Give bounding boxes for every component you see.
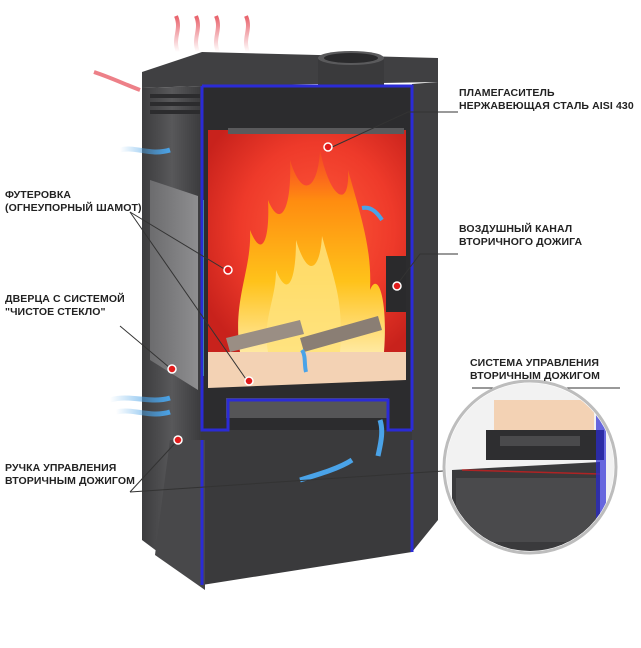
- callout-flame-damper: ПЛАМЕГАСИТЕЛЬ НЕРЖАВЕЮЩАЯ СТАЛЬ AISI 430: [459, 87, 634, 113]
- callout-flame-damper-line2: НЕРЖАВЕЮЩАЯ СТАЛЬ AISI 430: [459, 100, 634, 112]
- callout-door: ДВЕРЦА С СИСТЕМОЙ "ЧИСТОЕ СТЕКЛО": [5, 293, 125, 319]
- callout-system-line2: ВТОРИЧНЫМ ДОЖИГОМ: [470, 370, 600, 382]
- cold-air-arrow-icon: [109, 146, 385, 483]
- door-glass: [150, 180, 198, 390]
- callout-lining-line1: ФУТЕРОВКА: [5, 189, 72, 201]
- callout-control-system: СИСТЕМА УПРАВЛЕНИЯ ВТОРИЧНЫМ ДОЖИГОМ: [470, 357, 600, 383]
- cutaway-interior: [200, 84, 414, 585]
- top-vents: [150, 94, 200, 114]
- callout-duct-line1: ВОЗДУШНЫЙ КАНАЛ: [459, 223, 573, 235]
- callout-lining-line2: (ОГНЕУПОРНЫЙ ШАМОТ): [5, 202, 142, 214]
- callout-control-handle: РУЧКА УПРАВЛЕНИЯ ВТОРИЧНЫМ ДОЖИГОМ: [5, 462, 135, 488]
- callout-secondary-air-duct: ВОЗДУШНЫЙ КАНАЛ ВТОРИЧНОГО ДОЖИГА: [459, 223, 582, 249]
- magnifier-detail-icon: [442, 379, 618, 555]
- leader-lines: [119, 111, 620, 493]
- callout-handle-line2: ВТОРИЧНЫМ ДОЖИГОМ: [5, 475, 135, 487]
- callout-lining: ФУТЕРОВКА (ОГНЕУПОРНЫЙ ШАМОТ): [5, 189, 142, 215]
- callout-door-line2: "ЧИСТОЕ СТЕКЛО": [5, 306, 106, 318]
- flame-icon: [238, 150, 385, 352]
- callout-handle-line1: РУЧКА УПРАВЛЕНИЯ: [5, 462, 117, 474]
- callout-door-line1: ДВЕРЦА С СИСТЕМОЙ: [5, 293, 125, 305]
- callout-duct-line2: ВТОРИЧНОГО ДОЖИГА: [459, 236, 583, 248]
- logs: [226, 316, 382, 352]
- ash-drawer: [226, 398, 388, 418]
- flame-damper-plate: [228, 128, 404, 134]
- callout-flame-damper-line1: ПЛАМЕГАСИТЕЛЬ: [459, 87, 555, 99]
- callout-system-line1: СИСТЕМА УПРАВЛЕНИЯ: [470, 357, 600, 369]
- cutaway-edge: [200, 84, 414, 585]
- hot-air-arrow-icon: [93, 15, 250, 92]
